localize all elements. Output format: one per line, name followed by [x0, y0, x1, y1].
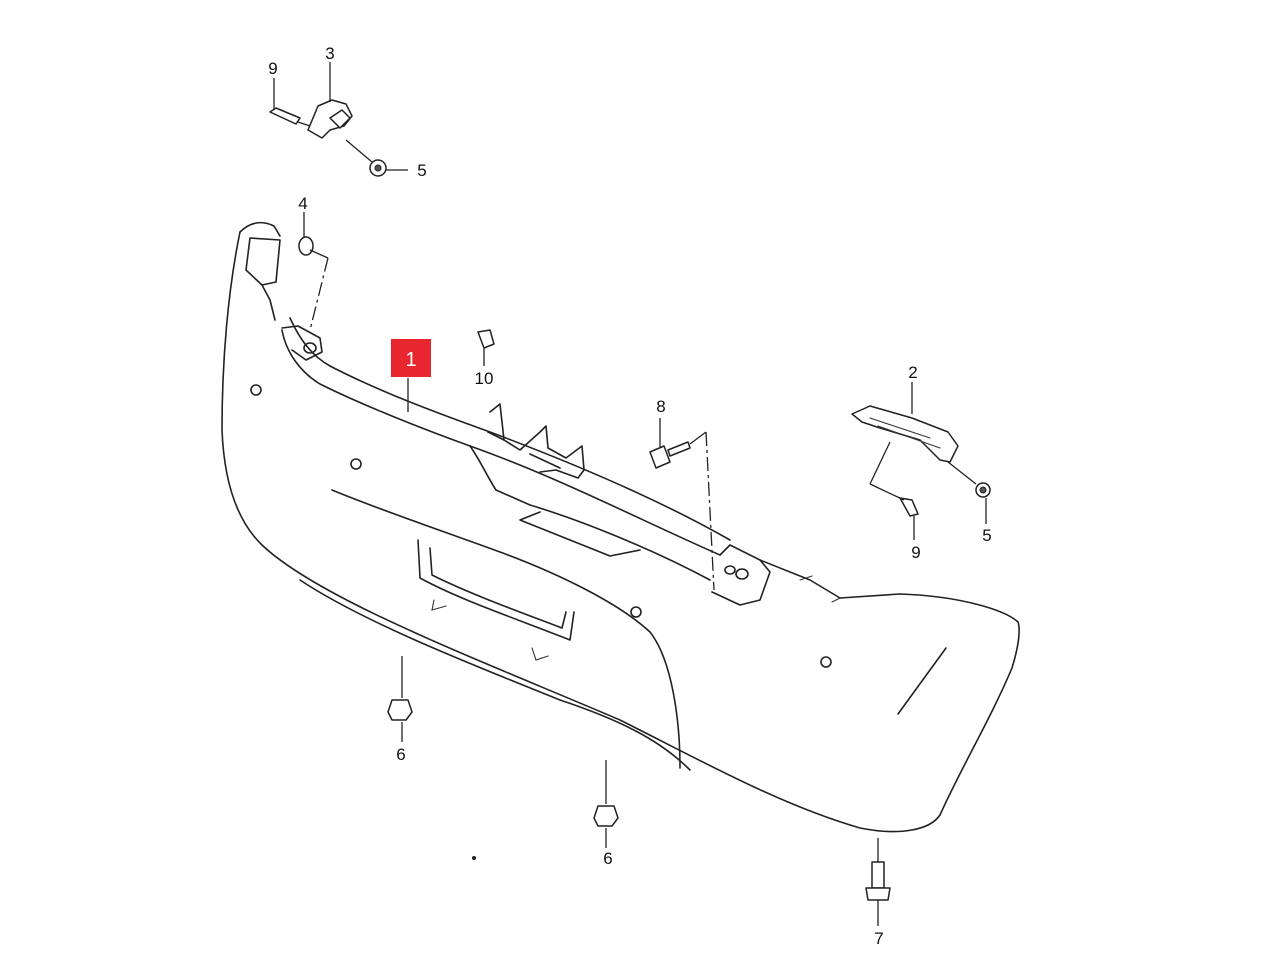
retainer-clip	[477, 329, 495, 349]
leader-lines	[273, 62, 987, 926]
nut-left	[387, 699, 413, 721]
bolt-lower-right	[865, 861, 891, 901]
callout-7-label: 7	[874, 929, 883, 948]
upper-left-bracket	[307, 99, 353, 139]
screw-right	[899, 497, 919, 517]
callout-9b-label: 9	[911, 543, 920, 562]
bolt-center	[649, 441, 691, 469]
callout-3-label: 3	[325, 44, 334, 63]
callout-2-label: 2	[908, 363, 917, 382]
callout-6a-label: 6	[396, 745, 405, 764]
rear-bumper-cover	[221, 221, 1020, 833]
callout-5b-label: 5	[982, 526, 991, 545]
callout-1-label: 1	[405, 349, 416, 371]
stray-dot	[472, 856, 476, 860]
clip-upper-left	[369, 159, 387, 177]
plug-cap	[298, 236, 314, 256]
clip-right	[975, 482, 991, 498]
callout-4-label: 4	[298, 194, 307, 213]
callout-5a-label: 5	[417, 161, 426, 180]
callout-6b-label: 6	[603, 849, 612, 868]
screw-upper-left	[269, 107, 301, 125]
callout-8-label: 8	[656, 397, 665, 416]
side-bracket-right	[851, 405, 959, 463]
callout-10-label: 10	[475, 369, 494, 388]
nut-center	[593, 805, 619, 827]
callout-1: 1	[391, 339, 431, 377]
callout-9a-label: 9	[268, 59, 277, 78]
callout-1-highlight	[391, 339, 431, 377]
